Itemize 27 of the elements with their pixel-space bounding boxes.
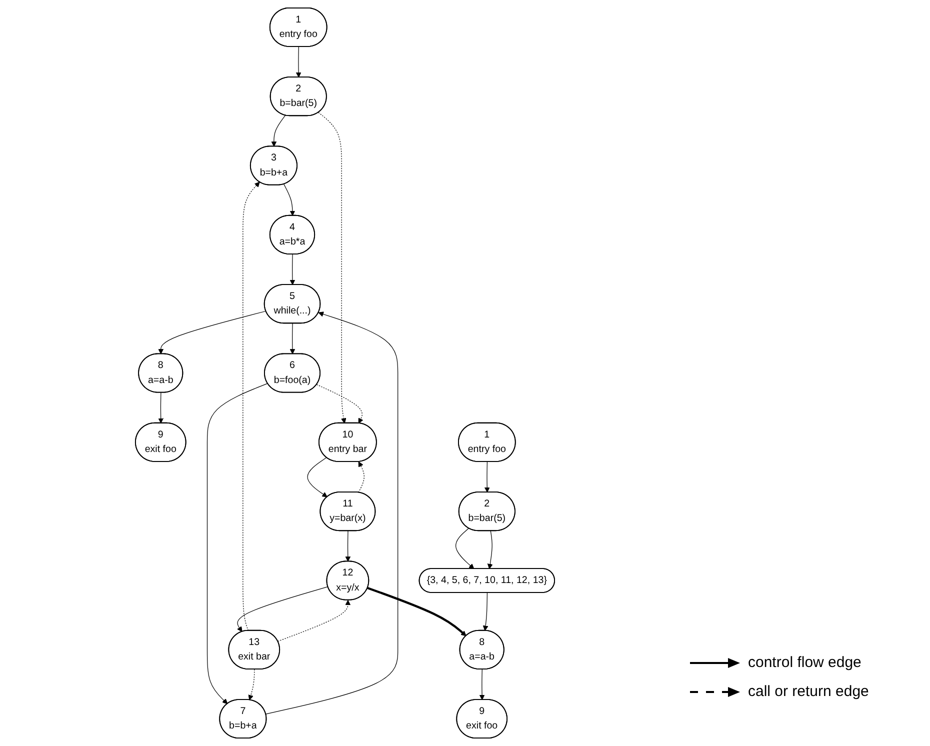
arrow	[290, 254, 296, 286]
legend-label: call or return edge	[748, 683, 869, 700]
arrow	[271, 115, 286, 147]
arrow	[206, 383, 268, 704]
arrow	[345, 530, 351, 562]
arrow	[318, 112, 346, 424]
arrow	[237, 586, 328, 632]
arrow	[367, 586, 466, 636]
arrow	[158, 310, 266, 354]
arrow	[284, 184, 296, 216]
arrow	[358, 461, 364, 493]
arrow	[482, 592, 488, 631]
arrow	[487, 530, 493, 570]
arrow	[242, 182, 260, 631]
arrow	[484, 461, 490, 493]
arrow	[307, 457, 328, 498]
arrow	[266, 312, 398, 714]
arrow	[278, 600, 351, 642]
arrow	[158, 392, 164, 424]
arrow	[456, 528, 474, 570]
arrow	[316, 384, 364, 424]
flowchart: 1 entry foo 2 b=bar(5) 3 b=b+a 4 a=b*a 5 while(...) 6 b=foo(a) 7 b=b+a 8 a=a-b 9 exit foo 10 entry bar 11 y=bar(x) 12 x=y/x 13 exit bar 1 entry foo 2 b=bar(5) {3, 4, 5, 6, 7, 10, 11, 12, 13} 8 a=a-b 9 exit foo	[0, 3, 690, 743]
arrow	[296, 46, 302, 78]
arrow	[290, 323, 296, 354]
arrow	[479, 668, 485, 700]
arrow	[248, 668, 255, 700]
legend-label: control flow edge	[748, 654, 862, 671]
